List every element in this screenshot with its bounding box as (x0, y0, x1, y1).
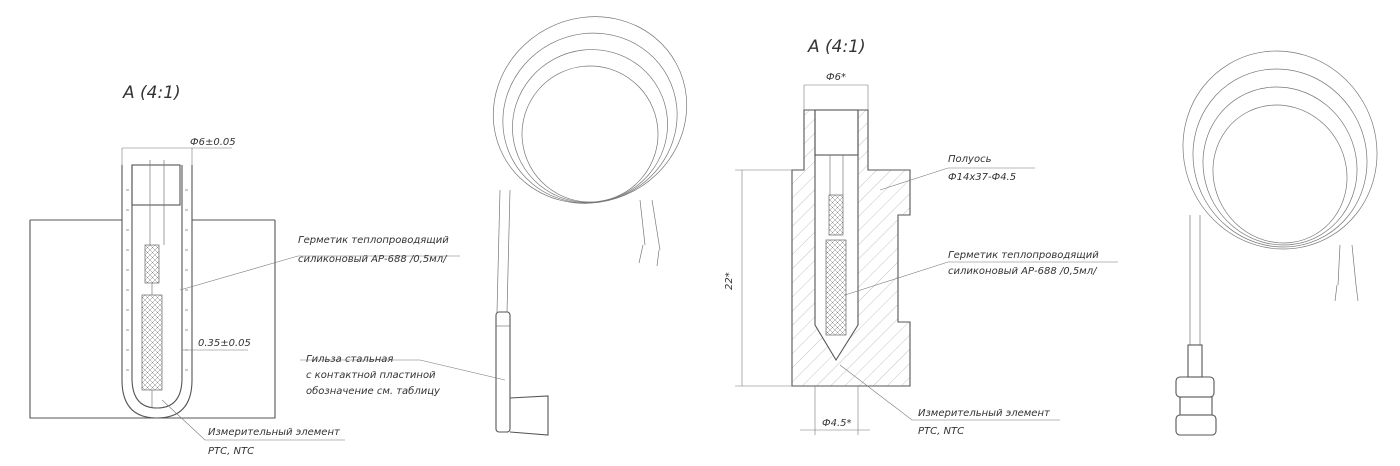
right-dim-top: Ф6* (826, 72, 846, 83)
right-cable-end (814, 109, 859, 156)
coiled-cable-1 (492, 16, 688, 204)
left-sealant-label-1: Герметик теплопроводящий (298, 235, 449, 246)
right-sealant-leader (844, 261, 1118, 296)
right-sensor-lower (825, 239, 847, 336)
right-dim-height: 22* (724, 272, 735, 290)
left-element-label-1: Измерительный элемент (208, 427, 341, 438)
right-element-leader (839, 364, 1060, 421)
right-sealant-label-2: силиконовый АР-688 /0,5мл/ (948, 266, 1098, 277)
right-axle-label-1: Полуось (948, 154, 992, 165)
probe-nut-lower (1175, 414, 1217, 436)
left-sleeve-inner (131, 165, 183, 409)
right-detail-view: А (4:1) Ф6* Ф4.5* 22* Полуось Ф14х37-Ф (724, 37, 1118, 437)
right-axle-leader (879, 167, 1035, 191)
right-view-title: А (4:1) (807, 37, 866, 57)
contact-plate (509, 395, 549, 436)
sleeve-leader (300, 359, 506, 381)
right-axle-label-2: Ф14х37-Ф4.5 (948, 172, 1016, 183)
sensor-illustration-1: Гильза стальная с контактной пластиной о… (300, 16, 688, 436)
left-sleeve-outer (121, 165, 193, 419)
left-cable-end (131, 164, 181, 206)
right-element-label-1: Измерительный элемент (918, 408, 1051, 419)
sleeve-label-1: Гильза стальная (306, 354, 393, 365)
probe-nut-upper (1175, 376, 1215, 398)
left-element-leader (161, 399, 345, 441)
sleeve-label-2: с контактной пластиной (306, 370, 436, 381)
probe-sleeve-1 (495, 311, 511, 433)
right-dim-bottom: Ф4.5* (822, 418, 852, 429)
left-sensor-upper (144, 244, 160, 284)
left-sealant-leader (179, 255, 460, 291)
sleeve-label-3: обозначение см. таблицу (306, 385, 441, 397)
left-sensor-lower (141, 294, 163, 391)
left-dim-gap: 0.35±0.05 (198, 338, 251, 349)
coiled-cable-2 (1182, 50, 1378, 250)
right-element-label-2: PTC, NTC (918, 426, 964, 437)
probe-neck-2 (1187, 344, 1203, 378)
left-view-title: А (4:1) (122, 83, 181, 103)
left-element-label-2: PTC, NTC (208, 446, 254, 457)
probe-body (1179, 396, 1213, 416)
sensor-illustration-2 (1175, 50, 1378, 436)
right-sensor-upper (828, 194, 844, 236)
right-sealant-label-1: Герметик теплопроводящий (948, 250, 1099, 261)
left-sealant-label-2: силиконовый АР-688 /0,5мл/ (298, 254, 448, 265)
right-bore (814, 110, 859, 362)
left-dim-diameter: Ф6±0.05 (190, 137, 236, 148)
left-detail-view: А (4:1) Ф6±0.05 0.35±0.05 Герметик тепло… (29, 83, 460, 457)
